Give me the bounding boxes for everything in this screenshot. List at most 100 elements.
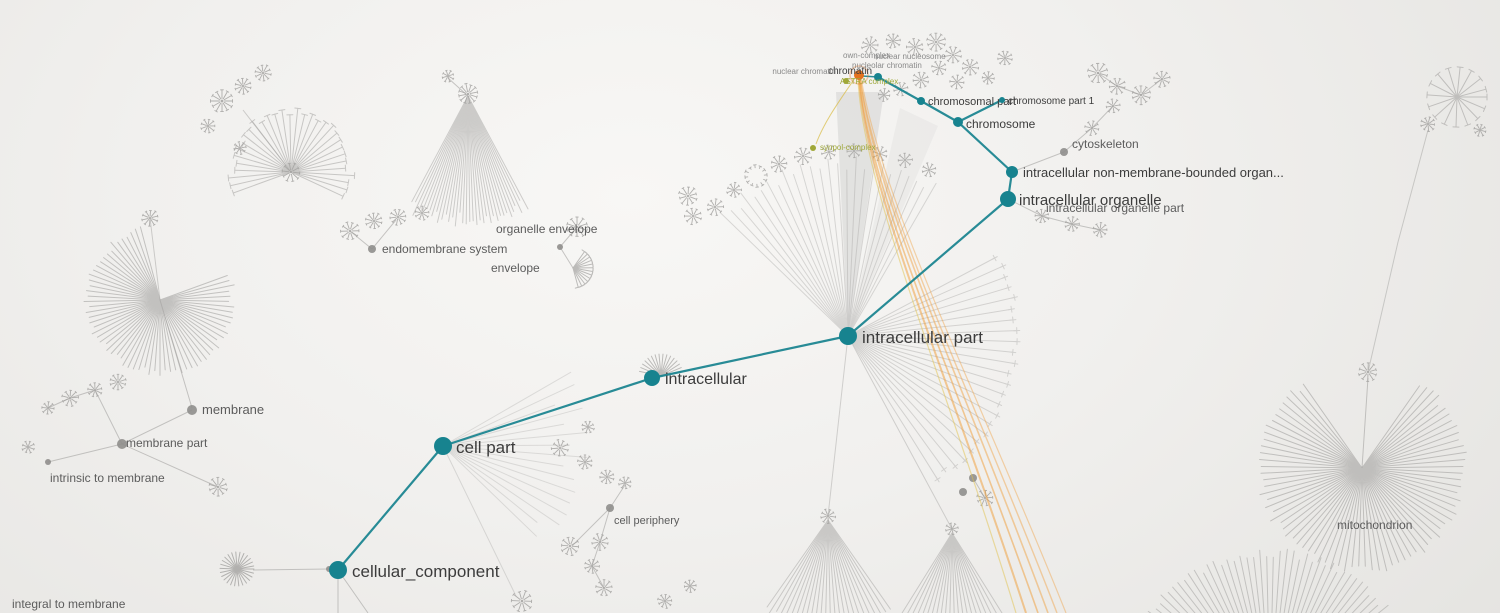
cluster-flower <box>510 589 533 613</box>
label-membrane-part[interactable]: membrane part <box>126 436 208 450</box>
cluster-flower <box>1420 116 1435 133</box>
cluster-flower <box>678 186 698 206</box>
cluster-flower <box>234 77 252 95</box>
cluster-flower <box>949 74 965 90</box>
label-astra-complex[interactable]: ASTRA complex <box>840 77 898 86</box>
selected-node-halo <box>849 65 869 85</box>
cluster-flower <box>770 155 788 173</box>
graph-edge <box>121 443 219 488</box>
label-organelle-envelope[interactable]: organelle envelope <box>496 222 598 236</box>
node-label-cellular_component[interactable]: cellular_component <box>352 562 500 581</box>
highlight-edge-orange <box>859 77 1058 613</box>
cluster-flower <box>1034 208 1050 224</box>
cluster-flower <box>885 33 901 49</box>
node-label-chromosomal_part[interactable]: chromosomal part <box>928 96 1016 108</box>
graph-node-green[interactable] <box>843 78 849 84</box>
cluster-fan <box>572 249 594 289</box>
node-intracellular_part[interactable] <box>839 327 857 345</box>
cluster-flower <box>1087 62 1109 84</box>
graph-edge <box>121 409 193 445</box>
node-cell_part[interactable] <box>434 437 452 455</box>
node-chromosome[interactable] <box>953 117 963 127</box>
node-cellular_component[interactable] <box>329 561 347 579</box>
cluster-flower <box>364 212 383 230</box>
label-nuclear-chromatin[interactable]: nuclear chromatin <box>772 67 836 76</box>
graph-node-small[interactable] <box>45 459 51 465</box>
label-intrinsic-to-membrane[interactable]: intrinsic to membrane <box>50 471 165 485</box>
graph-node-small[interactable] <box>117 439 127 449</box>
cluster-flower <box>683 579 697 593</box>
node-label-non_membrane[interactable]: intracellular non-membrane-bounded organ… <box>1023 165 1284 180</box>
graph-edge <box>1063 127 1093 153</box>
graph-node-small[interactable] <box>368 245 376 253</box>
cluster-flower <box>1064 216 1080 232</box>
cluster-flower <box>595 579 613 597</box>
cluster-fan <box>1426 66 1488 128</box>
node-intracellular_organelle[interactable] <box>1000 191 1016 207</box>
node-label-cell_part[interactable]: cell part <box>456 438 516 457</box>
cluster-flower <box>961 59 980 76</box>
node-label-intracellular_organelle[interactable]: intracellular organelle <box>1019 192 1162 209</box>
cluster-flower <box>921 162 937 178</box>
cluster-flower <box>861 36 879 54</box>
cluster-flower <box>581 420 595 434</box>
label-membrane[interactable]: membrane <box>202 402 264 417</box>
graph-node-green[interactable] <box>810 145 816 151</box>
highlight-edge-orange <box>815 77 856 145</box>
label-cell-periphery[interactable]: cell periphery <box>614 515 680 527</box>
graph-node-small[interactable] <box>187 405 197 415</box>
label-mitochondrion[interactable]: mitochondrion <box>1337 518 1412 532</box>
label-endomembrane-system[interactable]: endomembrane system <box>382 242 507 256</box>
graph-node-small[interactable] <box>557 244 563 250</box>
graph-edge <box>571 507 611 547</box>
cluster-flower <box>87 382 103 398</box>
label-own-complex[interactable]: own-complex <box>843 51 890 60</box>
cluster-flower <box>905 37 924 56</box>
node-chromosomal_part[interactable] <box>917 97 925 105</box>
path-edge-cell_part-intracellular <box>441 376 654 448</box>
cluster-flower <box>1358 362 1377 382</box>
cluster-flower <box>599 469 615 485</box>
highlight-edge-orange <box>858 77 1039 613</box>
node-intracellular[interactable] <box>644 370 660 386</box>
graph-edge <box>442 445 517 597</box>
label-cytoskeleton[interactable]: cytoskeleton <box>1072 137 1139 151</box>
cluster-flower <box>591 533 609 551</box>
graph-edge <box>252 568 330 571</box>
node-chromosome_part1[interactable] <box>999 97 1005 103</box>
node-label-chromosome[interactable]: chromosome <box>966 117 1036 131</box>
graph-node-small[interactable] <box>606 504 614 512</box>
label-integral-to-membrane[interactable]: integral to membrane <box>12 597 126 611</box>
highlight-edge-orange <box>860 77 1067 613</box>
cluster-fan <box>1147 548 1389 613</box>
cluster-fan <box>219 551 255 587</box>
cluster-flower <box>41 401 55 415</box>
selected-node[interactable] <box>854 70 864 80</box>
cluster-flower <box>340 221 360 240</box>
cluster-flower <box>584 558 600 574</box>
graph-node-small[interactable] <box>1060 148 1068 156</box>
cluster-flower <box>441 69 455 83</box>
node-label-chromatin[interactable]: chromatin <box>828 66 872 77</box>
graph-edge <box>559 246 574 269</box>
cluster-flower <box>1092 221 1108 238</box>
label-synpol-complex[interactable]: synpol-complex <box>820 143 876 152</box>
cluster-flower <box>997 50 1013 66</box>
cluster-flower <box>566 216 588 238</box>
cluster-flower <box>706 198 725 217</box>
path-edge-intracellular-intracellular_part <box>650 334 850 380</box>
cluster-fan <box>442 371 588 537</box>
node-label-intracellular_part[interactable]: intracellular part <box>862 328 983 347</box>
graph-node-small[interactable] <box>959 488 967 496</box>
node-non_membrane[interactable] <box>1006 166 1018 178</box>
node-chromatin[interactable] <box>874 73 882 81</box>
graph-edge <box>847 335 953 530</box>
label-nuclear-nucleosome[interactable]: nuclear nucleosome <box>874 52 946 61</box>
label-intracellular-organelle-part[interactable]: intracellular organelle part <box>1046 201 1185 215</box>
node-label-intracellular[interactable]: intracellular <box>665 371 747 388</box>
node-label-chromosome_part1[interactable]: chromosome part 1 <box>1008 96 1095 107</box>
label-envelope[interactable]: envelope <box>491 261 540 275</box>
label-nucleolar-chromatin[interactable]: nucleolar chromatin <box>852 61 922 70</box>
